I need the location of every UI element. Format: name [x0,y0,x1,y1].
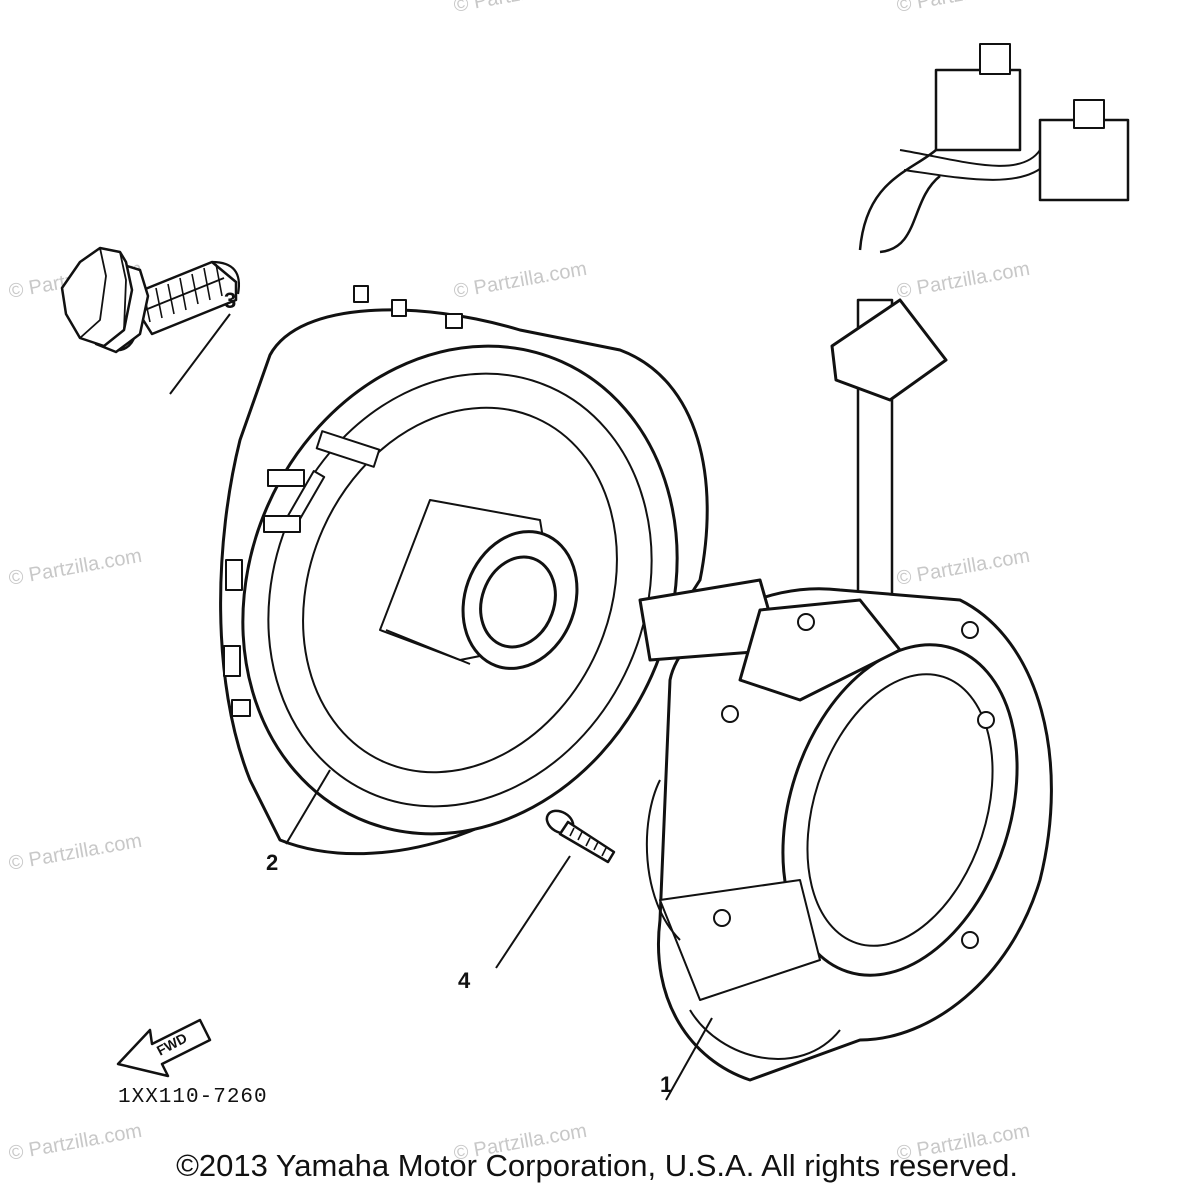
stator-assembly-part [638,43,1130,1082]
diagram-code: 1XX110-7260 [118,1086,268,1109]
callout-part1: 1 [660,1072,672,1097]
watermark-text: © Partzilla.com [452,0,589,17]
watermark-text: © Partzilla.com [895,0,1032,17]
forward-arrow-icon: FWD [116,1018,212,1078]
callout-part3: 3 [224,288,236,313]
callout-part4: 4 [458,968,471,993]
watermark-text: © Partzilla.com [7,830,144,875]
watermark-text: © Partzilla.com [452,258,589,303]
screw-part [545,809,616,864]
leader-line-part3 [169,313,231,395]
callout-part2: 2 [266,850,278,875]
watermark-text: © Partzilla.com [895,258,1032,303]
leader-line-part2 [285,769,331,845]
flywheel-rotor-part [219,285,709,856]
leader-line-part1 [665,1017,713,1101]
leader-line-part4 [495,855,571,969]
copyright-notice: ©2013 Yamaha Motor Corporation, U.S.A. A… [176,1148,1018,1183]
flange-bolt-part [60,246,241,354]
watermark-text: © Partzilla.com [895,545,1032,590]
watermark-text: © Partzilla.com [7,545,144,590]
